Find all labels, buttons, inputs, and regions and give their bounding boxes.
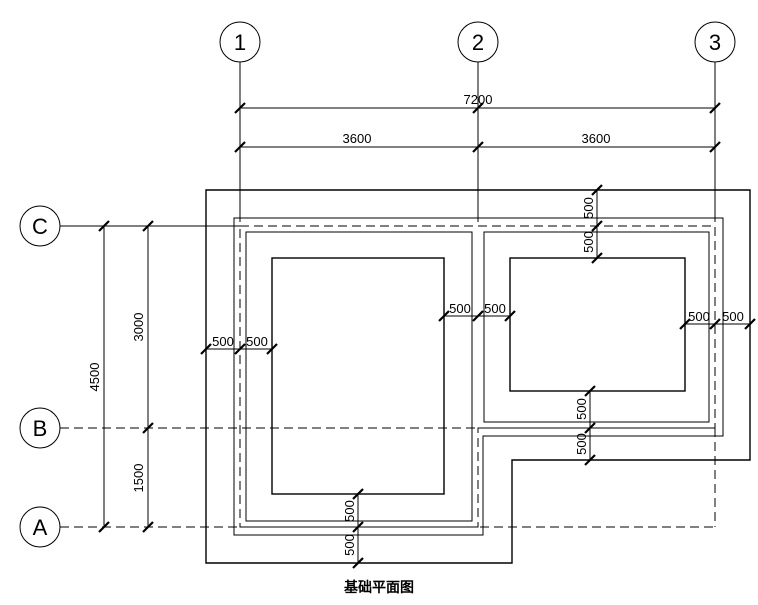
axis-bubble-1-circle (219, 21, 261, 63)
dim-tick (504, 310, 516, 322)
dim-text-footing-bottom-outer: 500 (342, 534, 357, 556)
room-1-footing-inner-edge (271, 257, 445, 495)
dim-text-footing-mid-left: 500 (449, 301, 471, 316)
dim-text-footing-left-inner: 500 (246, 334, 268, 349)
dim-tick (234, 343, 246, 355)
axis-bubble-3-circle (694, 21, 736, 63)
dim-tick (234, 102, 246, 114)
dim-text-footing-top-outer: 500 (581, 197, 596, 219)
dim-tick (679, 318, 691, 330)
dim-text-footing-left-outer: 500 (212, 334, 234, 349)
dim-footing-right: 500 500 (679, 309, 756, 330)
axis-bubble-B: B (19, 407, 61, 449)
axis-label-C: C (32, 214, 48, 239)
axis-label-3: 3 (709, 30, 721, 55)
dim-tick (591, 184, 603, 196)
axis-bubble-2: 2 (457, 21, 499, 63)
axis-bubble-1: 1 (219, 21, 261, 63)
dim-text-bay-1-2: 3600 (343, 131, 372, 146)
room-2-wall-inner (483, 231, 710, 423)
axis-lines (60, 62, 716, 528)
dim-tick (591, 252, 603, 264)
dim-tick (142, 521, 154, 533)
room-2-footing-inner-edge (509, 257, 686, 392)
dim-bays: 3600 3600 (234, 131, 721, 153)
dim-footing-B: 500 500 (574, 385, 596, 466)
dim-tick (584, 454, 596, 466)
dim-tick (142, 220, 154, 232)
dim-footing-top: 500 500 (581, 184, 603, 264)
axis-bubble-2-circle (457, 21, 499, 63)
dim-spans: 3000 1500 (131, 220, 154, 533)
axis-bubble-B-circle (19, 407, 61, 449)
dim-tick (266, 343, 278, 355)
axis-label-2: 2 (472, 30, 484, 55)
dim-tick (709, 102, 721, 114)
dim-tick (352, 488, 364, 500)
room-1-wall-inner (245, 231, 473, 522)
axis-bubble-3: 3 (694, 21, 736, 63)
dim-text-span-C-B: 3000 (131, 313, 146, 342)
dim-text-span-B-A: 1500 (131, 464, 146, 493)
dim-tick (352, 557, 364, 569)
dim-tick (709, 318, 721, 330)
wall-outer-outline (233, 217, 724, 536)
axis-label-B: B (33, 416, 48, 441)
dim-overall-depth: 4500 (87, 220, 110, 533)
dim-tick (591, 220, 603, 232)
dim-text-bay-2-3: 3600 (582, 131, 611, 146)
dim-tick (352, 521, 364, 533)
foundation-outlines (205, 189, 751, 564)
dim-tick (744, 318, 756, 330)
dim-text-footing-right-outer: 500 (722, 309, 744, 324)
dim-text-overall-depth: 4500 (87, 363, 102, 392)
axis-bubble-C-circle (19, 205, 61, 247)
dim-text-footing-mid-right: 500 (484, 301, 506, 316)
dim-overall-width: 7200 (234, 92, 721, 114)
dim-tick (142, 422, 154, 434)
dim-text-footing-B-lower: 500 (574, 433, 589, 455)
dim-tick (709, 141, 721, 153)
dim-tick (472, 102, 484, 114)
dim-tick (98, 220, 110, 232)
dim-tick (584, 385, 596, 397)
dim-footing-bottom: 500 500 (342, 488, 364, 569)
dim-text-overall-width: 7200 (464, 92, 493, 107)
dim-text-footing-B-upper: 500 (574, 398, 589, 420)
footing-outer-edge (205, 189, 751, 564)
wall-centerline (239, 225, 716, 528)
axis-bubble-C: C (19, 205, 61, 247)
dim-tick (472, 141, 484, 153)
axis-bubble-A-circle (19, 506, 61, 548)
dim-tick (200, 343, 212, 355)
dim-footing-left: 500 500 (200, 334, 278, 355)
dim-text-footing-top-inner: 500 (581, 231, 596, 253)
dim-tick (584, 422, 596, 434)
drawing-title: 基础平面图 (344, 579, 414, 595)
axis-label-A: A (33, 515, 48, 540)
dim-tick (98, 521, 110, 533)
axis-label-1: 1 (234, 30, 246, 55)
dim-footing-middle: 500 500 (438, 301, 516, 322)
axis-bubble-A: A (19, 506, 61, 548)
dim-tick (438, 310, 450, 322)
dim-text-footing-right-inner: 500 (688, 309, 710, 324)
dim-tick (234, 141, 246, 153)
dim-tick (472, 310, 484, 322)
dim-text-footing-bottom-inner: 500 (342, 500, 357, 522)
